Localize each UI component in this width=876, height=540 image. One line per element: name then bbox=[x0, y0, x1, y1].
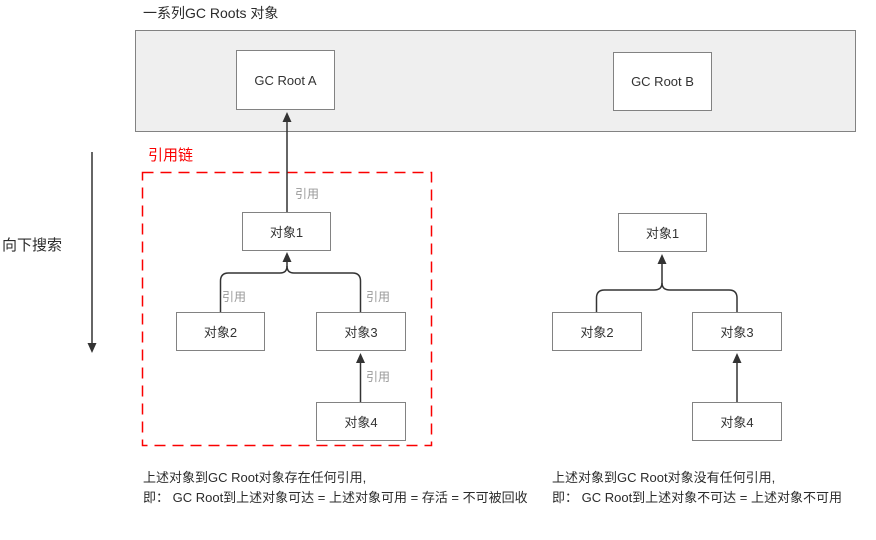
node-right-obj4: 对象4 bbox=[692, 402, 782, 441]
edge-left-obj4-to-obj3-arrowhead bbox=[356, 353, 365, 363]
edge-right-obj2-to-obj1 bbox=[595, 282, 663, 312]
node-left-obj4: 对象4 bbox=[316, 402, 406, 441]
node-right-obj1: 对象1 bbox=[618, 213, 707, 252]
node-gc-root-b: GC Root B bbox=[613, 52, 712, 111]
edge-left-obj1-to-roota-arrowhead bbox=[282, 112, 292, 122]
node-left-obj3: 对象3 bbox=[316, 312, 406, 351]
node-right-obj3: 对象3 bbox=[692, 312, 782, 351]
diagram-title: 一系列GC Roots 对象 bbox=[143, 5, 279, 21]
node-left-obj1: 对象1 bbox=[242, 212, 331, 251]
reference-label-obj3-obj1: 引用 bbox=[366, 290, 391, 304]
caption-right-line1: 上述对象到GC Root对象没有任何引用, bbox=[552, 470, 776, 485]
node-right-obj2: 对象2 bbox=[552, 312, 642, 351]
reference-label-obj4-obj3: 引用 bbox=[366, 370, 391, 384]
reference-label-obj2-obj1: 引用 bbox=[222, 290, 247, 304]
reference-label-obj1-roota: 引用 bbox=[295, 187, 320, 201]
reference-chain-label: 引用链 bbox=[148, 147, 194, 164]
caption-right: 上述对象到GC Root对象没有任何引用, 即： GC Root到上述对象不可达… bbox=[552, 468, 842, 508]
node-gc-root-a: GC Root A bbox=[236, 50, 335, 110]
edge-right-obj3-to-obj1 bbox=[661, 282, 738, 312]
edge-right-merge-arrowhead bbox=[657, 254, 667, 264]
edge-right-obj4-to-obj3-arrowhead bbox=[732, 353, 742, 363]
caption-right-line2: 即： GC Root到上述对象不可达 = 上述对象不可用 bbox=[552, 490, 842, 505]
edge-left-obj3-to-obj1 bbox=[286, 265, 362, 312]
down-search-label: 向下搜索 bbox=[2, 237, 63, 254]
node-left-obj2: 对象2 bbox=[176, 312, 265, 351]
edge-left-obj2-to-obj1 bbox=[219, 265, 288, 312]
edge-left-merge-arrowhead bbox=[282, 252, 292, 262]
caption-left: 上述对象到GC Root对象存在任何引用, 即： GC Root到上述对象可达 … bbox=[143, 468, 528, 508]
down-search-arrowhead bbox=[87, 343, 97, 353]
caption-left-line2: 即： GC Root到上述对象可达 = 上述对象可用 = 存活 = 不可被回收 bbox=[143, 490, 528, 505]
caption-left-line1: 上述对象到GC Root对象存在任何引用, bbox=[143, 470, 367, 485]
